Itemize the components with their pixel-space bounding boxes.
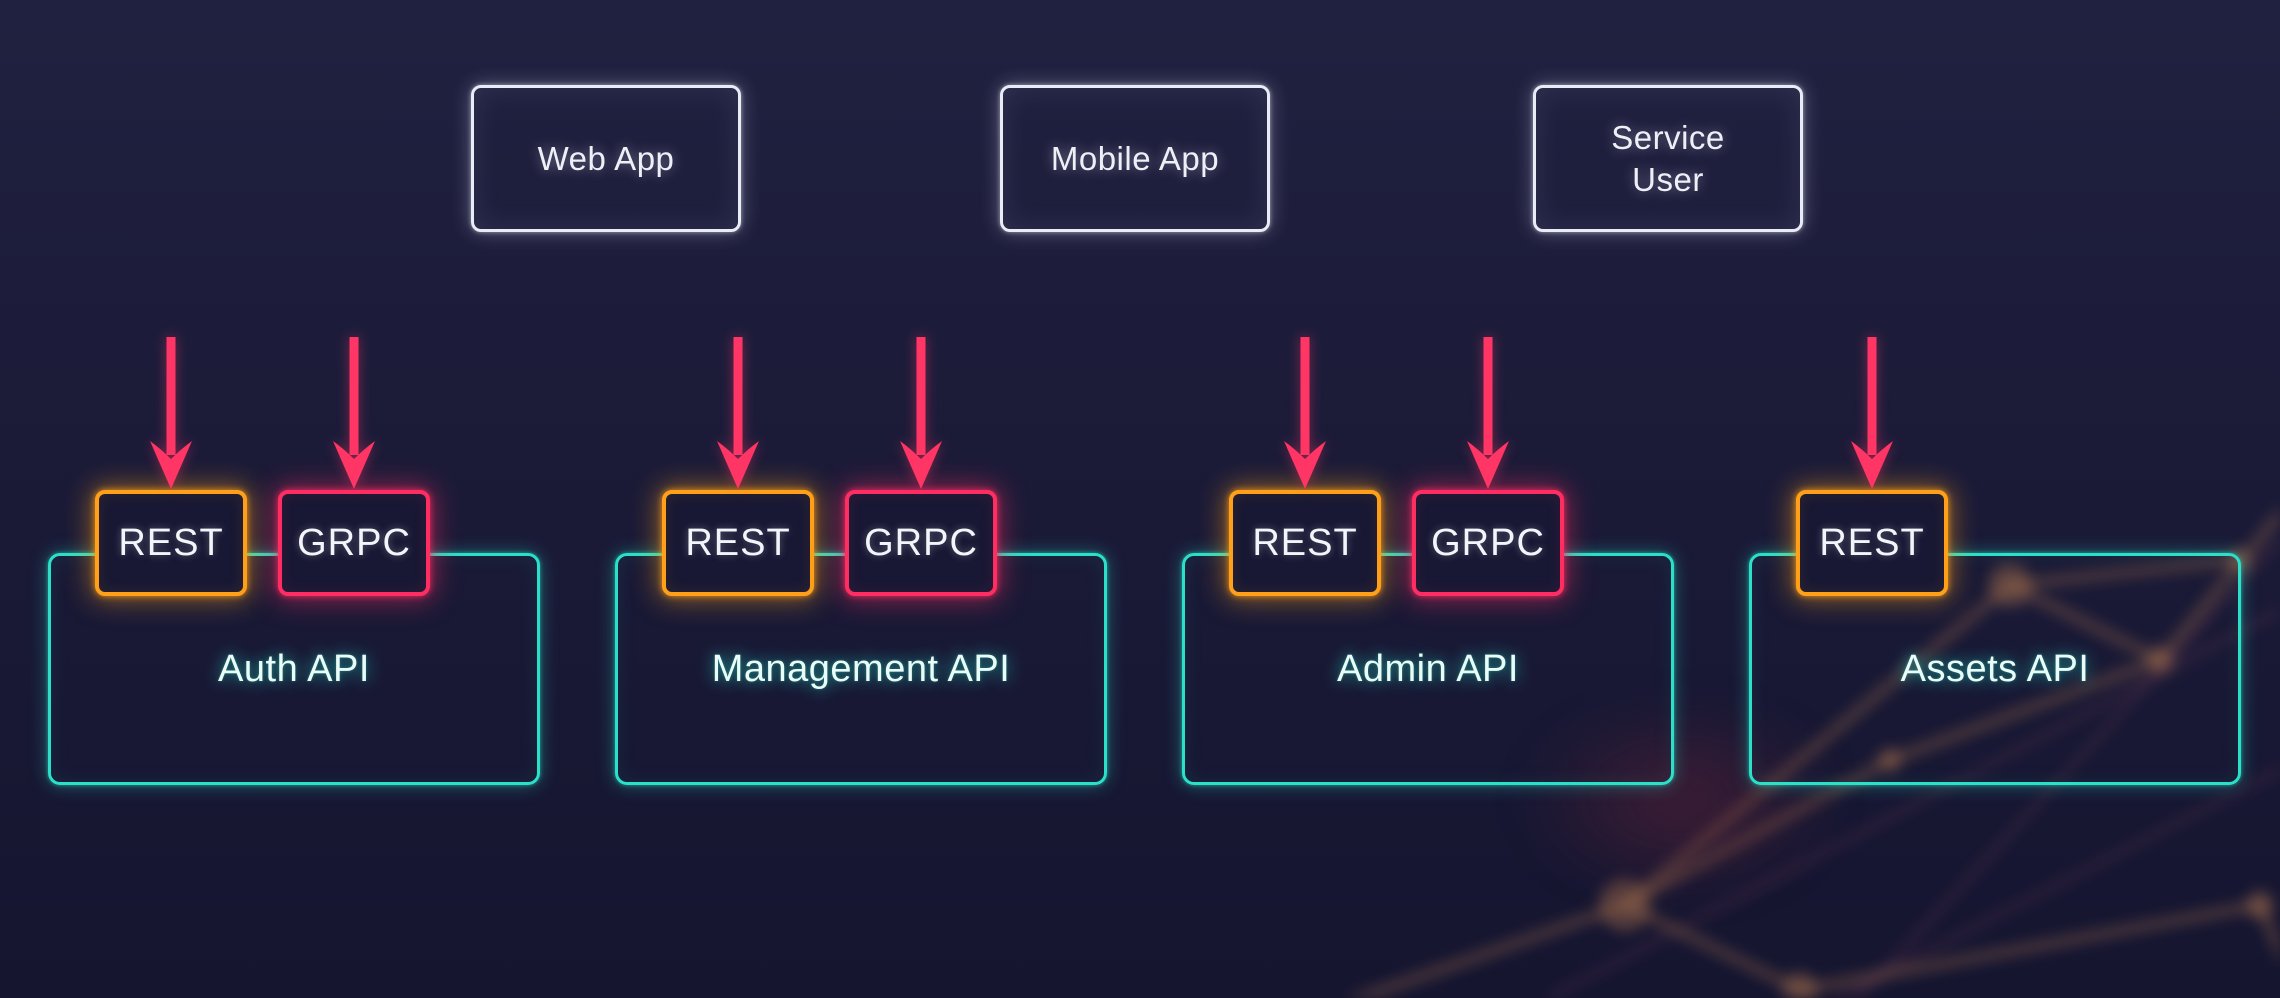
tab-rest-management: REST <box>662 490 814 596</box>
tab-label: REST <box>1252 521 1358 564</box>
api-label: Admin API <box>1337 647 1519 690</box>
tab-label: GRPC <box>297 521 411 564</box>
api-label: Auth API <box>218 647 370 690</box>
tab-grpc-auth: GRPC <box>278 490 430 596</box>
tab-rest-assets: REST <box>1796 490 1948 596</box>
request-arrow <box>1467 337 1509 489</box>
client-label: Web App <box>537 139 675 177</box>
request-arrow <box>150 337 192 489</box>
tab-label: REST <box>1819 521 1925 564</box>
tab-label: REST <box>118 521 224 564</box>
request-arrow <box>717 337 759 489</box>
request-arrow <box>1851 337 1893 489</box>
tab-label: GRPC <box>1431 521 1545 564</box>
client-label: Service User <box>1611 119 1725 198</box>
api-label: Management API <box>711 647 1011 690</box>
api-label: Assets API <box>1900 647 2090 690</box>
request-arrow <box>333 337 375 489</box>
tab-label: GRPC <box>864 521 978 564</box>
api-box-assets: Assets API <box>1749 553 2241 785</box>
client-box-web-app: Web App <box>471 85 741 232</box>
network-decoration <box>1344 506 2280 998</box>
client-box-mobile-app: Mobile App <box>1000 85 1270 232</box>
client-label: Mobile App <box>1050 139 1220 177</box>
tab-rest-auth: REST <box>95 490 247 596</box>
client-box-service-user: Service User <box>1533 85 1803 232</box>
request-arrow <box>1284 337 1326 489</box>
tab-rest-admin: REST <box>1229 490 1381 596</box>
tab-grpc-management: GRPC <box>845 490 997 596</box>
request-arrow <box>900 337 942 489</box>
background-glow <box>1520 700 1840 900</box>
tab-label: REST <box>685 521 791 564</box>
tab-grpc-admin: GRPC <box>1412 490 1564 596</box>
